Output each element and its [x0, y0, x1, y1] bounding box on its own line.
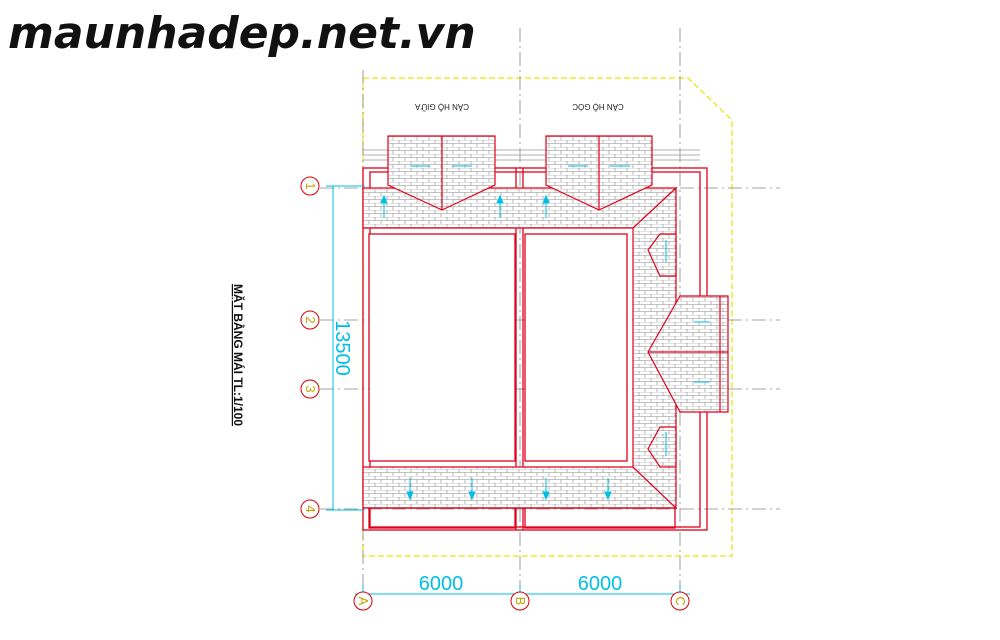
axis-bubble-col-c: C [670, 591, 690, 611]
axis-bubble-row-2: 2 [300, 310, 320, 330]
axis-bubble-col-b: B [510, 591, 530, 611]
slope-arrows [380, 165, 710, 501]
svg-text:C: C [673, 596, 688, 605]
axis-bubble-row-1: 1 [300, 176, 320, 196]
svg-text:B: B [513, 597, 528, 606]
dimension-vertical-label: 13500 [331, 320, 353, 376]
room-label-right: CĂN HỘ GÓC [572, 102, 624, 111]
drawing-title: MẶT BẰNG MÁI TL:1/100 [231, 284, 246, 426]
flat-roof-panels [368, 233, 628, 462]
room-label-left: CĂN HỘ GIỮA [414, 102, 469, 111]
top-dormers [387, 135, 653, 211]
svg-text:1: 1 [303, 182, 318, 189]
svg-text:3: 3 [303, 385, 318, 392]
svg-text:2: 2 [303, 316, 318, 323]
vertical-dimension [326, 185, 365, 511]
axis-bubble-row-3: 3 [300, 379, 320, 399]
side-dormers [647, 233, 729, 468]
svg-text:4: 4 [303, 505, 318, 512]
svg-text:A: A [356, 597, 371, 606]
dimension-a-b-label: 6000 [419, 573, 464, 595]
axis-bubble-row-4: 4 [300, 499, 320, 519]
dimension-b-c-label: 6000 [578, 573, 623, 595]
watermark-text: maunhadep.net.vn [8, 8, 476, 59]
axis-bubble-col-a: A [353, 591, 373, 611]
